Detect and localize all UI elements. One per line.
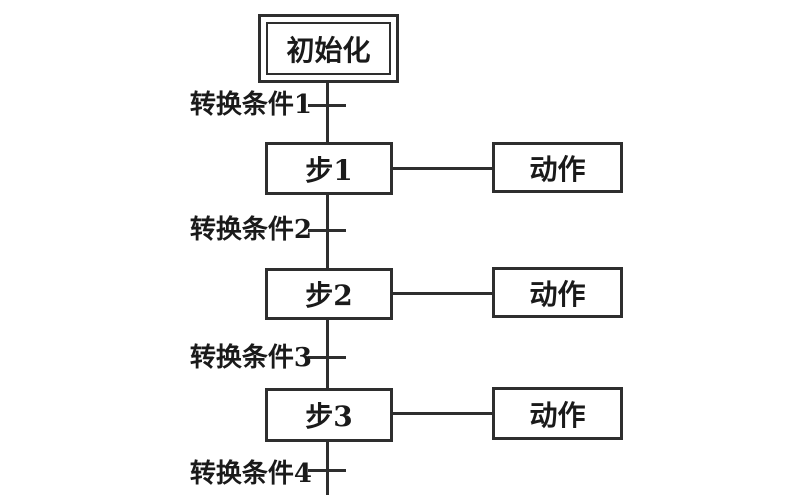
step-label-2: 步2 [305, 279, 353, 312]
action-label-1: 动作 [529, 152, 586, 186]
step-box-1: 步1 [265, 142, 393, 195]
initial-step-inner-box: 初始化 [266, 22, 391, 75]
initial-step-label: 初始化 [286, 33, 371, 67]
action-label-3: 动作 [529, 398, 586, 432]
step-label-3: 步3 [305, 400, 353, 433]
step-box-2: 步2 [265, 268, 393, 320]
action-label-2: 动作 [529, 277, 586, 311]
action-link-line-1 [392, 167, 492, 170]
step-box-3: 步3 [265, 388, 393, 442]
initial-step-box: 初始化 [258, 14, 399, 83]
action-link-line-3 [392, 412, 492, 415]
transition-bar-2 [308, 229, 346, 232]
action-box-1: 动作 [492, 142, 623, 193]
transition-label-3: 转换条件3 [189, 343, 312, 373]
transition-bar-1 [308, 104, 346, 107]
action-link-line-2 [392, 292, 492, 295]
transition-bar-4 [308, 469, 346, 472]
transition-bar-3 [308, 356, 346, 359]
step-label-1: 步1 [305, 153, 353, 187]
transition-label-1: 转换条件1 [189, 90, 312, 120]
transition-label-2: 转换条件2 [189, 215, 312, 245]
action-box-3: 动作 [492, 387, 623, 440]
action-box-2: 动作 [492, 267, 623, 318]
transition-label-4: 转换条件4 [189, 459, 312, 489]
